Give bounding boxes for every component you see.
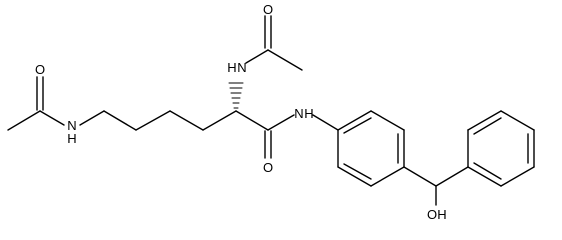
bonds xyxy=(7,15,535,206)
bond-left-n-to-chain xyxy=(79,110,105,126)
bond-ring1-a xyxy=(337,110,372,131)
bond-amide-carbon-to-n xyxy=(267,114,295,131)
bond-ring1-inner-3 xyxy=(343,163,372,180)
bond-ring2-b xyxy=(467,110,502,131)
bond-n-to-ring xyxy=(312,114,339,131)
bond-chain-4 xyxy=(202,110,237,131)
atom-n-anilide: N xyxy=(294,106,303,121)
bond-chain-2 xyxy=(135,110,171,131)
atom-o-left-acetyl: O xyxy=(35,62,45,77)
bond-carbinol-to-phenyl xyxy=(435,166,469,187)
atom-h-left-amide: H xyxy=(67,131,76,146)
bond-ring2-inner-3 xyxy=(473,162,502,180)
bond-ring1-inner-1 xyxy=(343,117,372,134)
bond-left-carbonyl-to-n xyxy=(39,110,65,126)
bond-stereo-hashed-wedge xyxy=(228,82,244,109)
atom-n-top-amide: N xyxy=(237,60,246,75)
bond-ring-to-carbinol xyxy=(403,166,437,187)
atom-n-left-amide: N xyxy=(67,118,76,133)
atom-h-top-amide: H xyxy=(227,60,236,75)
bond-methyl-left-to-carbonyl xyxy=(7,110,41,131)
bond-ring2-f xyxy=(467,166,502,187)
bond-chain-3 xyxy=(169,110,204,131)
bond-top-n-to-carbonyl xyxy=(245,49,269,64)
atom-o-top-acetyl: O xyxy=(263,2,273,17)
bond-ring1-b xyxy=(370,110,405,131)
atom-o-main-amide: O xyxy=(263,160,273,175)
bond-ring2-e xyxy=(500,166,535,187)
atom-o-hydroxyl: O xyxy=(427,207,437,222)
atom-h-hydroxyl: H xyxy=(437,207,446,222)
bond-chain-1 xyxy=(103,110,137,131)
atom-labels: O N H H N O O N H O H xyxy=(35,2,447,222)
bond-chiral-to-amide-carbon xyxy=(235,110,269,131)
bond-ring2-inner-1 xyxy=(473,117,502,135)
bond-ring2-c xyxy=(500,110,535,131)
bond-top-carbonyl-to-methyl xyxy=(267,49,303,71)
bond-ring1-d xyxy=(370,166,405,187)
atom-h-anilide: H xyxy=(304,106,313,121)
bond-ring1-e xyxy=(337,166,372,187)
